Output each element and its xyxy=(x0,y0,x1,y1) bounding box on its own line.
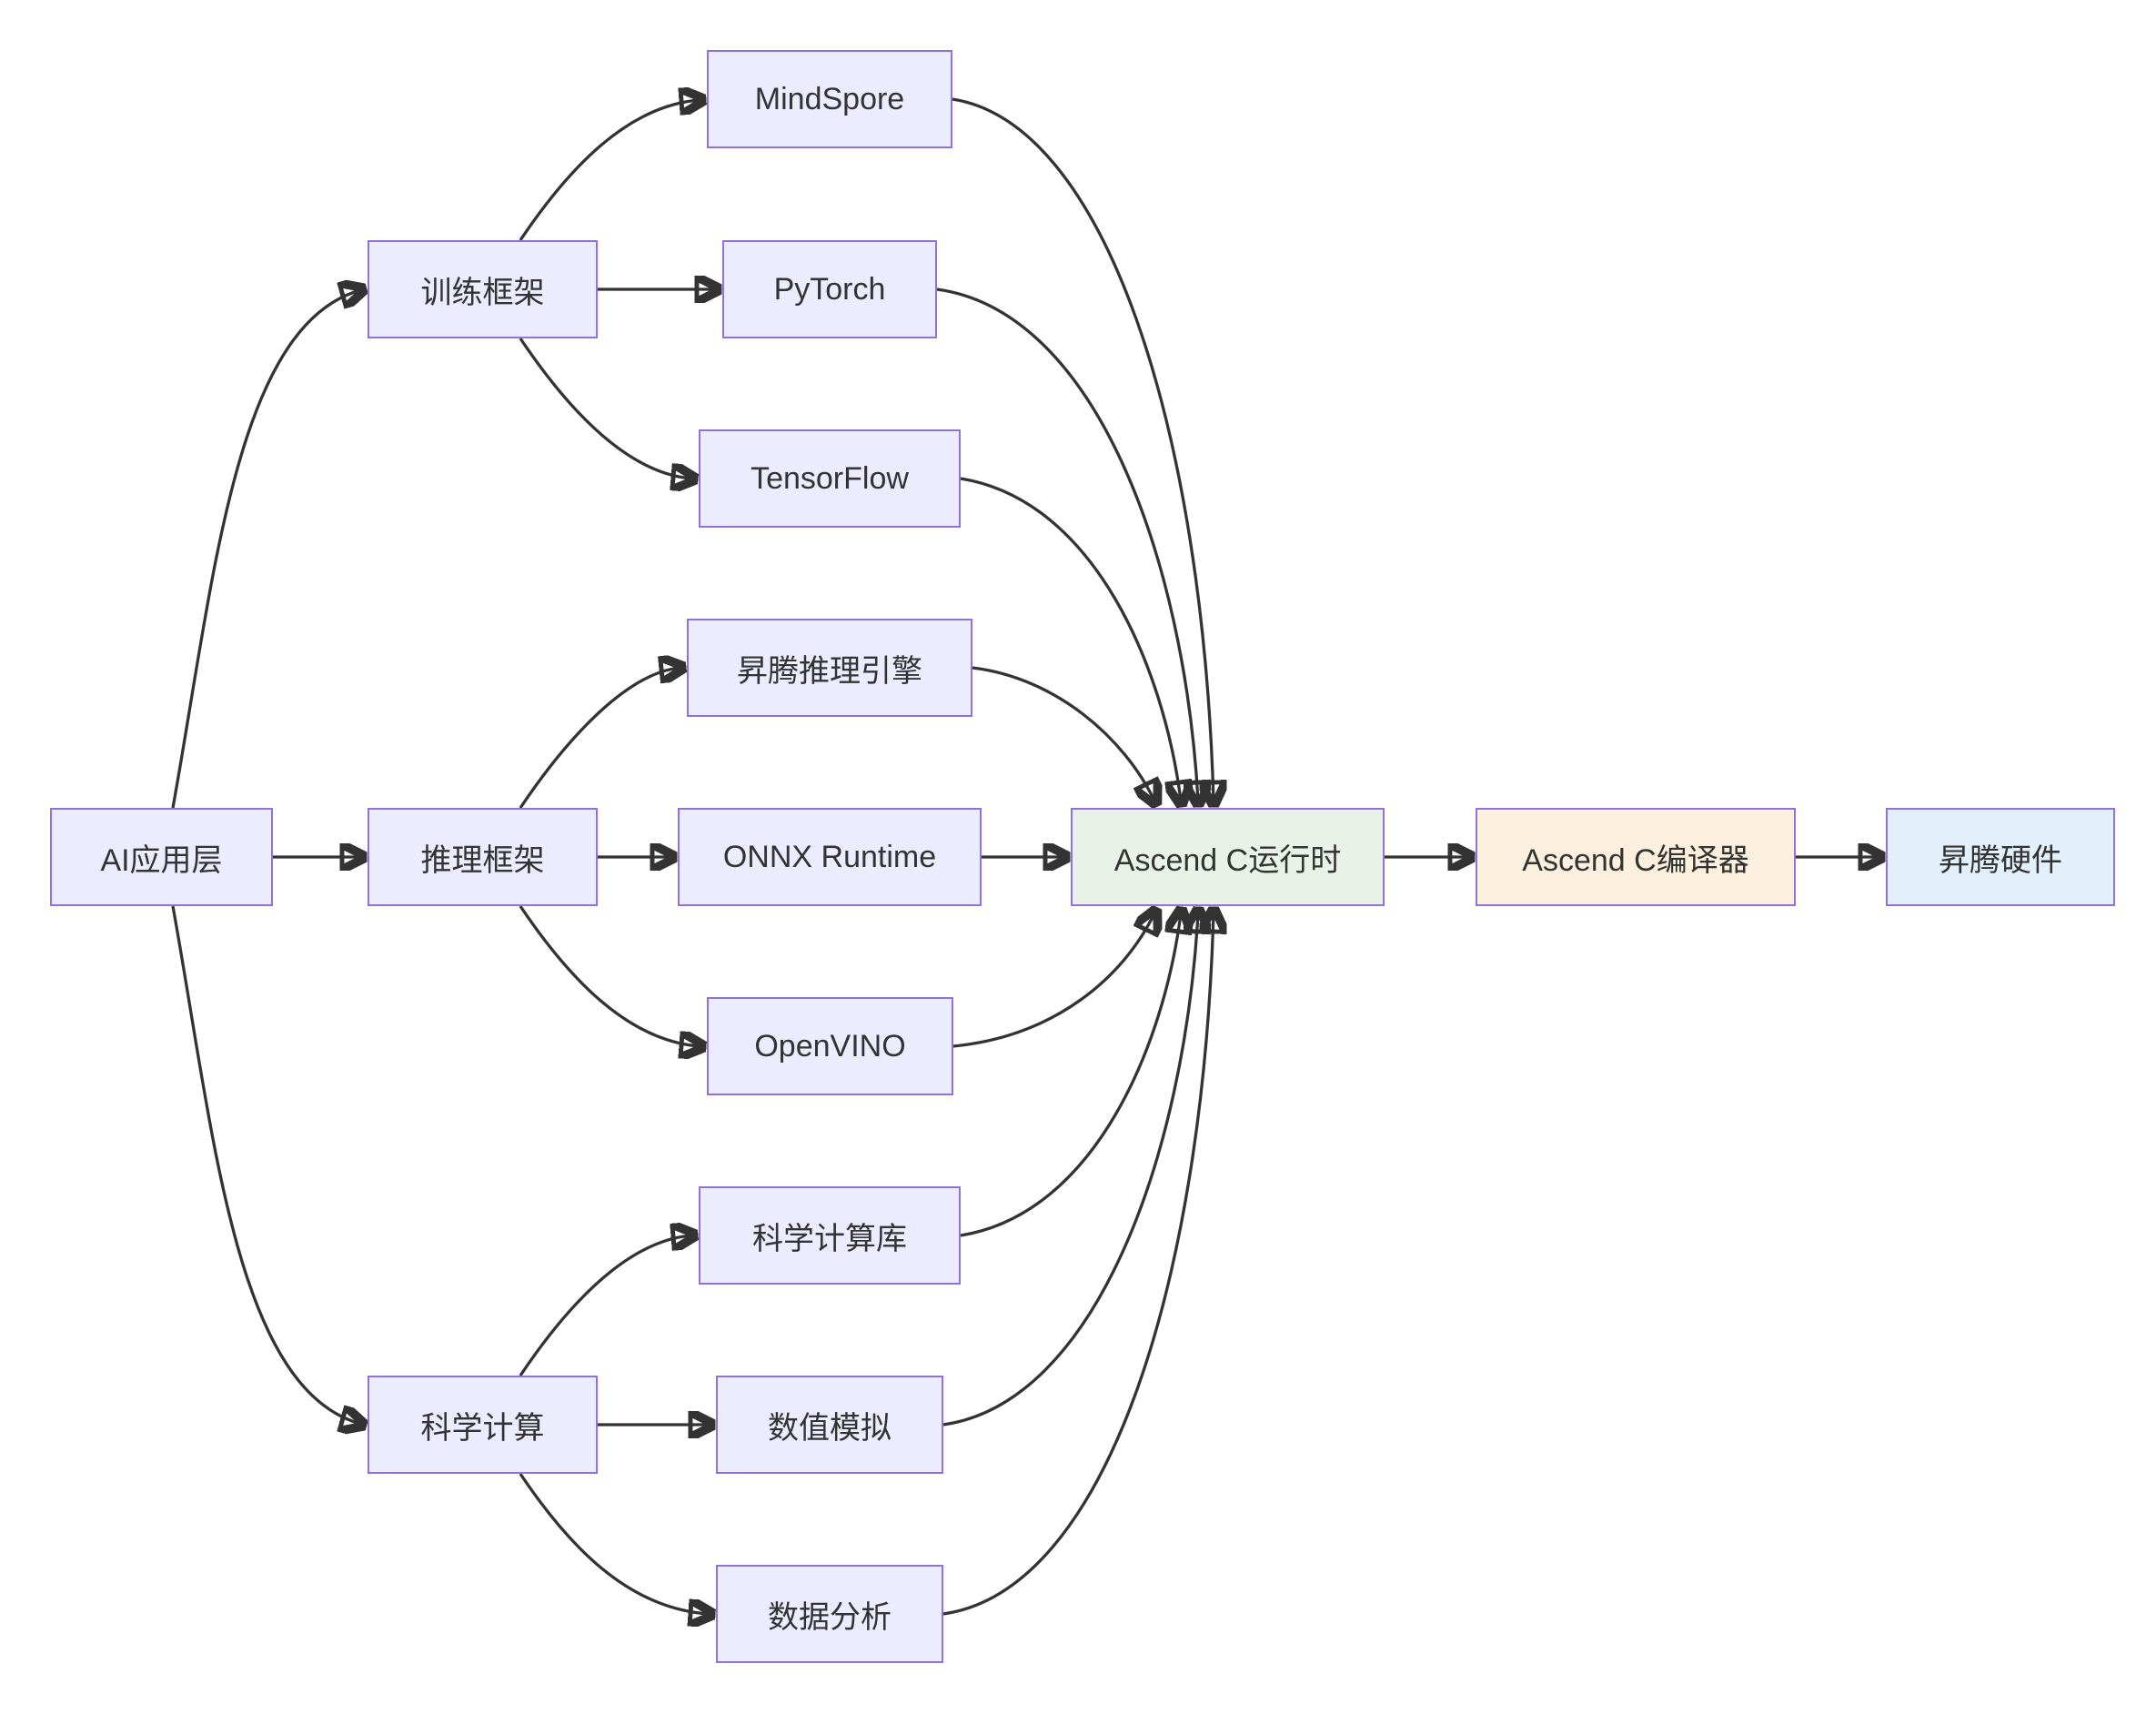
node-data-analysis: 数据分析 xyxy=(716,1565,943,1663)
edge-pytorch-to-runtime xyxy=(936,287,1198,801)
edge-sci-comp-to-data-analysis xyxy=(519,1473,709,1614)
node-pytorch: PyTorch xyxy=(722,240,937,338)
node-numerical-simulation: 数值模拟 xyxy=(716,1376,943,1474)
node-ascend-c-compiler: Ascend C编译器 xyxy=(1476,808,1796,906)
node-ascend-c-runtime: Ascend C运行时 xyxy=(1071,808,1385,906)
node-training-framework: 训练框架 xyxy=(368,240,598,338)
edge-tensorflow-to-runtime xyxy=(960,477,1181,801)
edge-train-fw-to-mindspore xyxy=(519,100,700,241)
node-scientific-computing-library: 科学计算库 xyxy=(699,1186,961,1285)
edge-ai-app-to-sci-comp xyxy=(171,905,360,1424)
node-ai-application-layer: AI应用层 xyxy=(50,808,273,906)
node-scientific-computing: 科学计算 xyxy=(368,1376,598,1474)
node-ascend-inference-engine: 昇腾推理引擎 xyxy=(687,619,972,717)
edge-mindspore-to-runtime xyxy=(952,97,1214,801)
edge-num-sim-to-runtime xyxy=(942,913,1198,1427)
edge-sci-comp-to-sci-lib xyxy=(519,1235,691,1376)
edge-data-analysis-to-runtime xyxy=(942,913,1214,1616)
node-onnx-runtime: ONNX Runtime xyxy=(678,808,982,906)
node-openvino: OpenVINO xyxy=(707,997,953,1095)
node-inference-framework: 推理框架 xyxy=(368,808,598,906)
edge-train-fw-to-tensorflow xyxy=(519,338,691,479)
node-tensorflow: TensorFlow xyxy=(699,429,961,528)
edge-ascend-infer-to-runtime xyxy=(972,666,1154,801)
edge-openvino-to-runtime xyxy=(952,913,1154,1048)
node-ascend-hardware: 昇腾硬件 xyxy=(1886,808,2115,906)
node-mindspore: MindSpore xyxy=(707,50,952,148)
edge-infer-fw-to-openvino xyxy=(519,905,700,1046)
edge-infer-fw-to-ascend-infer xyxy=(519,668,680,809)
edge-sci-lib-to-runtime xyxy=(960,913,1181,1237)
edge-ai-app-to-train-fw xyxy=(171,290,360,809)
